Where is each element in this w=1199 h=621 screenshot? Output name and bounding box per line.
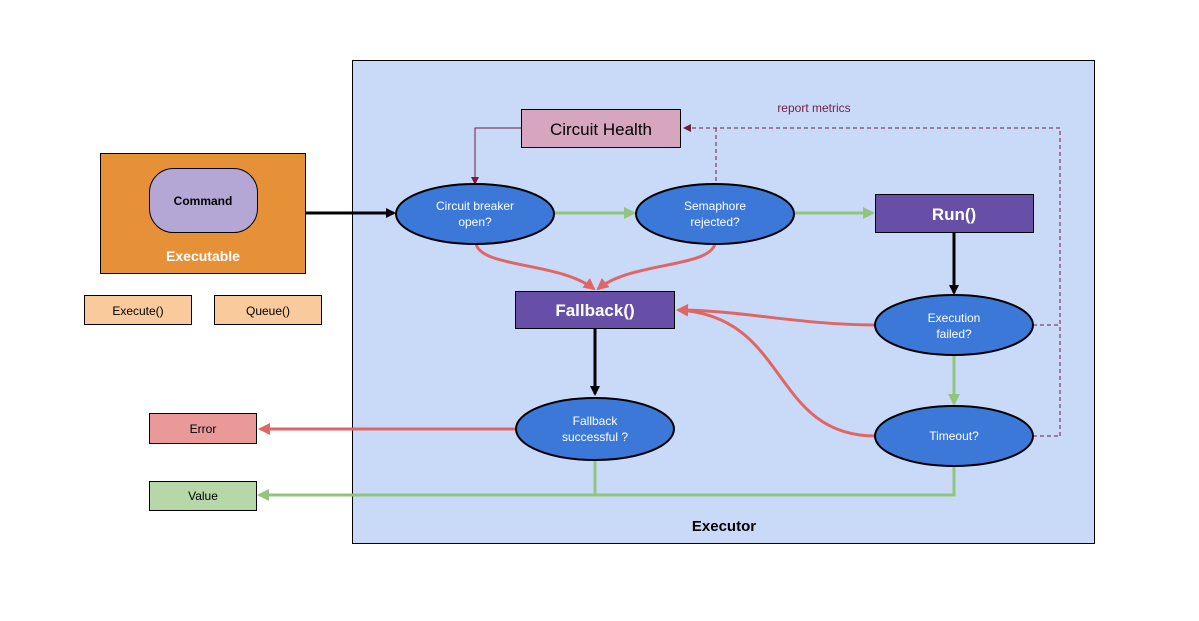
circuit-health-box (521, 109, 681, 148)
circuit-breaker-label-line2: open? (458, 215, 492, 229)
value-box (149, 481, 257, 511)
execute-method-label: Execute() (112, 304, 163, 318)
breaker-to-fallback-arrow (474, 243, 596, 291)
semaphore-label-line1: Semaphore (684, 199, 746, 213)
semaphore-label-line2: rejected? (690, 215, 740, 229)
fallback-label: Fallback() (555, 301, 634, 320)
circuit-breaker-node (395, 183, 555, 245)
command-label: Command (174, 194, 233, 208)
execution-failed-label-line1: Execution (928, 311, 981, 325)
semaphore-node (635, 183, 795, 245)
executable-label: Executable (166, 248, 240, 264)
fallback-box (515, 291, 675, 329)
timeout-node (874, 405, 1034, 467)
circuit-health-label: Circuit Health (550, 120, 652, 139)
semaphore-to-fallback-arrow (596, 243, 717, 291)
execution-failed-node (874, 294, 1034, 356)
report-metrics-label: report metrics (777, 101, 850, 115)
value-label: Value (188, 489, 218, 503)
health-to-breaker-arrow (471, 127, 521, 185)
circuit-breaker-label-line1: Circuit breaker (436, 199, 514, 213)
execute-method-box (84, 295, 192, 325)
fallback-successful-label-line1: Fallback (573, 414, 619, 428)
metrics-connectors (683, 124, 1061, 437)
execution-failed-label-line2: failed? (936, 327, 972, 341)
timeout-label: Timeout? (929, 429, 979, 443)
command-box (149, 168, 258, 233)
run-label: Run() (932, 205, 976, 224)
queue-method-box (214, 295, 322, 325)
fallback-successful-node (515, 397, 675, 461)
timeout-to-fallback-arrow (676, 304, 877, 438)
timeout-to-value-arrow (257, 466, 956, 501)
fallback-successful-label-line2: successful ? (562, 430, 628, 444)
execution-to-fallback-arrow (676, 304, 877, 327)
executor-label: Executor (692, 518, 756, 535)
queue-method-label: Queue() (246, 304, 290, 318)
run-box (875, 194, 1034, 233)
error-box (149, 413, 257, 444)
error-label: Error (190, 422, 217, 436)
